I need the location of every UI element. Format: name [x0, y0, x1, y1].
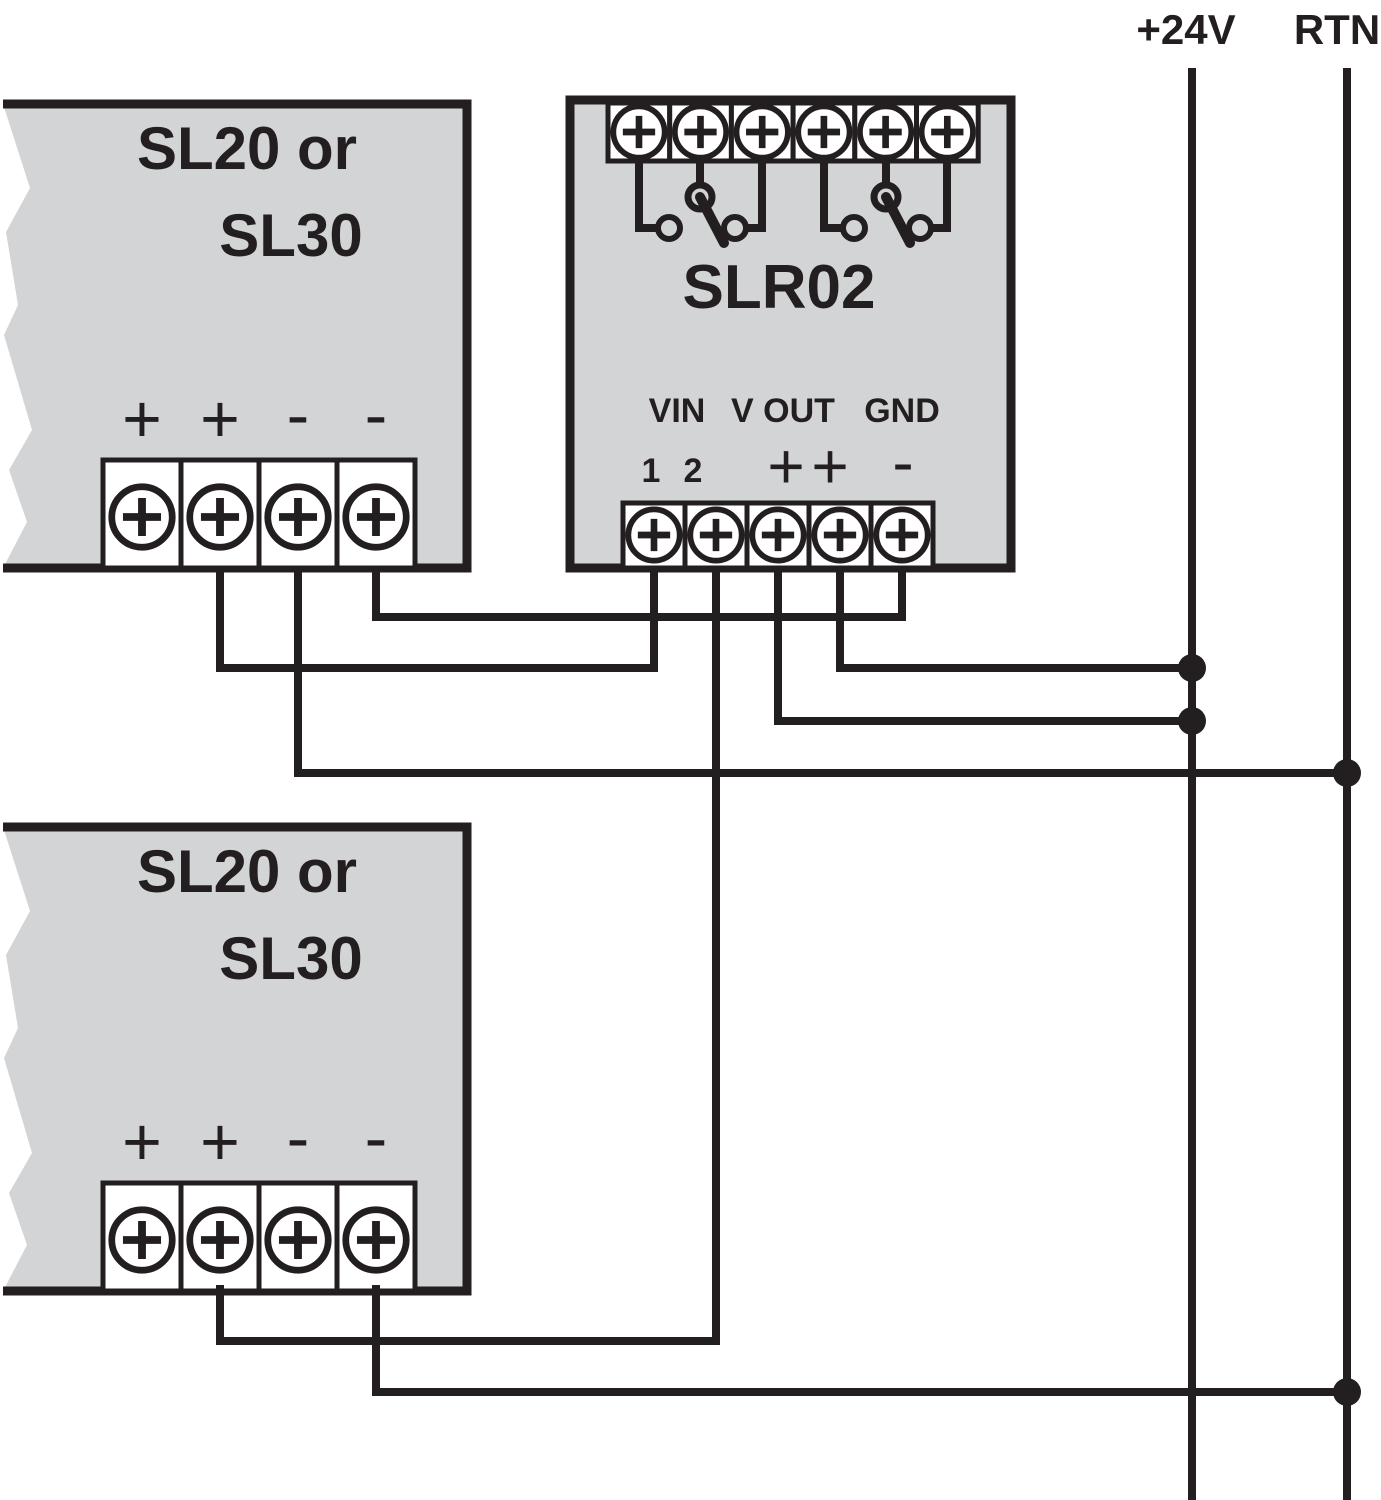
- module-title-line1: SL20 or: [137, 115, 357, 182]
- screw-terminal-icon: [752, 509, 803, 560]
- relay-contact-icon: [906, 214, 934, 242]
- screw-terminal-icon: [112, 1210, 172, 1270]
- relay-arm-icon: [881, 192, 915, 248]
- terminal-number-label: 1: [642, 452, 661, 490]
- relay-contact-icon: [721, 214, 749, 242]
- power-rails: +24V RTN: [1136, 6, 1380, 1500]
- relay-arm-icon: [695, 192, 729, 248]
- relay-input-terminal-strip: [620, 500, 936, 571]
- junction-dot: [1178, 707, 1206, 735]
- screw-terminal-icon: [922, 106, 973, 157]
- module-body: [570, 100, 1011, 568]
- screw-terminal-icon: [675, 106, 726, 157]
- terminal-group-label-vin: VIN: [649, 392, 706, 430]
- terminal-number-label: 2: [684, 452, 703, 490]
- module-title-line2: SL30: [219, 202, 362, 269]
- screw-terminal-icon: [613, 106, 664, 157]
- screw-terminal-icon: [628, 509, 679, 560]
- screw-terminal-icon: [268, 487, 328, 547]
- junction-dot: [1333, 759, 1361, 787]
- terminal-polarity-label: -: [365, 1100, 388, 1176]
- screw-terminal-icon: [798, 106, 849, 157]
- rail-rtn-label: RTN: [1294, 6, 1380, 53]
- wire-sl-top-minus-to-rtn: [294, 566, 1347, 777]
- wire-vin2-to-sl-bottom-plus: [216, 566, 720, 1345]
- module-slr02: SLR02 VIN V OUT GND 1 2 + + -: [565, 95, 1016, 573]
- terminal-polarity-label: -: [287, 1100, 310, 1176]
- wire-vout2-to-24v: [836, 566, 1192, 672]
- module-body: [3, 827, 467, 1291]
- terminal-polarity-label: +: [122, 1104, 162, 1180]
- module-sl-bottom: SL20 or SL30 + + - -: [3, 822, 472, 1296]
- wire-sl-bottom-minus-to-rtn: [372, 1285, 1347, 1396]
- screw-terminal-icon: [346, 487, 406, 547]
- screw-terminal-icon: [737, 106, 788, 157]
- screw-terminal-icon: [690, 509, 741, 560]
- junction-dot: [1178, 654, 1206, 682]
- wire-vout1-to-24v: [774, 566, 1192, 725]
- relay-nc-lead: [820, 160, 843, 232]
- terminal-polarity-label: -: [892, 426, 913, 498]
- screw-terminal-icon: [814, 509, 865, 560]
- relay-output-terminal-strip: [605, 100, 981, 164]
- terminal-polarity-label: +: [811, 430, 848, 502]
- terminal-polarity-label: -: [365, 377, 388, 453]
- module-title: SLR02: [683, 253, 876, 322]
- screw-terminal-icon: [346, 1210, 406, 1270]
- relay-contact-icon: [655, 214, 683, 242]
- screw-terminal-icon: [190, 1210, 250, 1270]
- terminal-polarity-label: +: [767, 430, 804, 502]
- wire-sl-top-minus-to-gnd: [372, 566, 906, 621]
- relay-contact-icon: [840, 214, 868, 242]
- screw-terminal-icon: [190, 487, 250, 547]
- terminal-polarity-label: +: [200, 1104, 240, 1180]
- terminal-polarity-label: +: [200, 381, 240, 457]
- terminal-strip: [100, 457, 418, 571]
- rail-24v-label: +24V: [1136, 6, 1235, 53]
- terminal-polarity-label: -: [287, 377, 310, 453]
- module-title-line1: SL20 or: [137, 838, 357, 905]
- relay-contact-symbol-1: [635, 160, 766, 248]
- screw-terminal-icon: [268, 1210, 328, 1270]
- wires: [216, 566, 1347, 1396]
- relay-no-lead: [931, 160, 951, 232]
- screw-terminal-icon: [112, 487, 172, 547]
- terminal-group-label-vout: V OUT: [731, 392, 835, 430]
- junction-dot: [1333, 1378, 1361, 1406]
- module-sl-top: SL20 or SL30 + + - -: [3, 99, 472, 573]
- module-title-line2: SL30: [219, 925, 362, 992]
- terminal-strip: [100, 1180, 418, 1294]
- screw-terminal-icon: [860, 106, 911, 157]
- screw-terminal-icon: [876, 509, 927, 560]
- terminal-group-label-gnd: GND: [864, 392, 940, 430]
- terminal-polarity-label: +: [122, 381, 162, 457]
- relay-contact-symbol-2: [820, 160, 951, 248]
- relay-no-lead: [746, 160, 766, 232]
- relay-nc-lead: [635, 160, 658, 232]
- module-body: [3, 104, 467, 568]
